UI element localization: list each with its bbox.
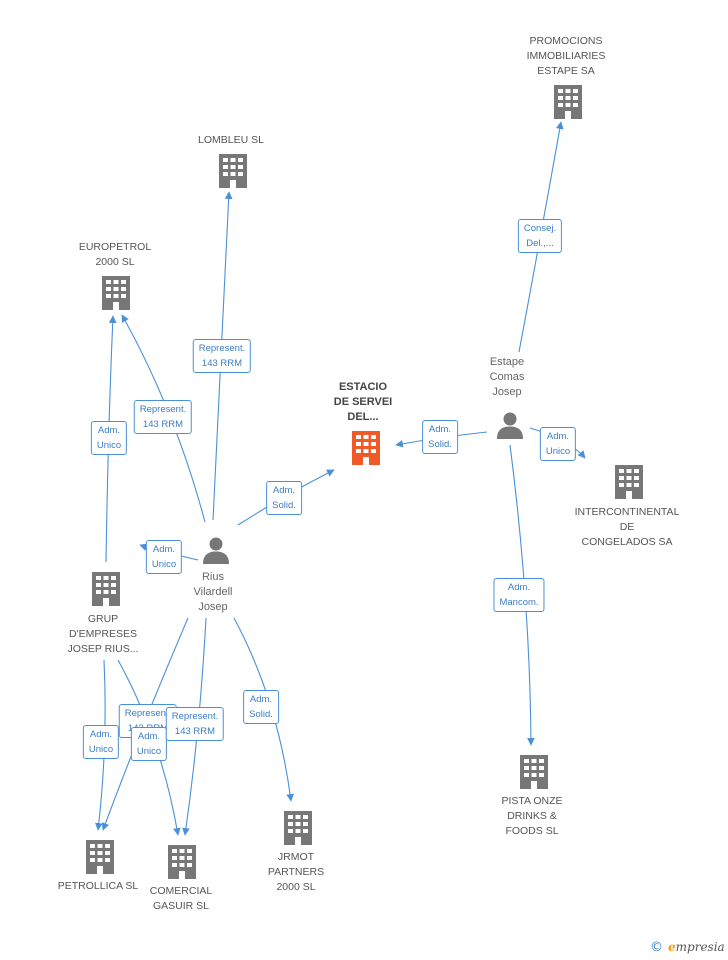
- building-icon-promocions[interactable]: [554, 85, 582, 119]
- building-icon-jrmot[interactable]: [284, 811, 312, 845]
- relation-box-adm-unico-grup-europetrol: Adm. Unico: [90, 421, 128, 455]
- person-label-estape[interactable]: Estape Comas Josep: [489, 356, 525, 398]
- person-label-rius[interactable]: Rius Vilardell Josep: [193, 571, 233, 613]
- brand-logo: empresia: [668, 940, 725, 954]
- relation-box-adm-unico-petrollica: Adm. Unico: [82, 725, 120, 759]
- building-icon-grup[interactable]: [92, 572, 120, 606]
- relation-box-consej: Consej. Del.,...: [517, 219, 563, 253]
- company-label-lombleu[interactable]: LOMBLEU SL: [198, 134, 264, 146]
- company-label-europetrol[interactable]: EUROPETROL 2000 SL: [78, 241, 152, 268]
- relation-box-adm-unico-estape: Adm. Unico: [539, 427, 577, 461]
- person-icon-rius[interactable]: [202, 536, 230, 564]
- relation-box-represent-lombleu: Represent. 143 RRM: [192, 339, 252, 373]
- relation-box-represent-europetrol: Represent. 143 RRM: [133, 400, 193, 434]
- relation-box-adm-solid-rius-estacio: Adm. Solid.: [266, 481, 302, 515]
- relation-box-adm-solid-estape: Adm. Solid.: [422, 420, 458, 454]
- company-label-pista[interactable]: PISTA ONZE DRINKS & FOODS SL: [501, 795, 563, 837]
- building-icon-lombleu[interactable]: [219, 154, 247, 188]
- company-label-estacio[interactable]: ESTACIO DE SERVEI DEL...: [333, 381, 393, 423]
- relation-box-adm-unico-comercial: Adm. Unico: [130, 727, 168, 761]
- relation-box-adm-mancom: Adm. Mancom.: [493, 578, 545, 612]
- company-label-intercontinental[interactable]: INTERCONTINENTAL DE CONGELADOS SA: [574, 506, 680, 548]
- building-icon-petrollica[interactable]: [86, 840, 114, 874]
- relation-box-adm-solid-jrmot: Adm. Solid.: [243, 690, 279, 724]
- relation-box-adm-unico-rius-grup: Adm. Unico: [145, 540, 183, 574]
- company-label-promocions[interactable]: PROMOCIONS IMMOBILIARIES ESTAPE SA: [526, 35, 606, 77]
- person-icon-estape[interactable]: [496, 411, 524, 439]
- building-icon-europetrol[interactable]: [102, 276, 130, 310]
- company-label-jrmot[interactable]: JRMOT PARTNERS 2000 SL: [267, 851, 325, 893]
- building-icon-estacio[interactable]: [352, 431, 380, 465]
- company-label-grup[interactable]: GRUP D'EMPRESES JOSEP RIUS...: [67, 613, 139, 655]
- company-label-petrollica[interactable]: PETROLLICA SL: [57, 880, 139, 892]
- building-icon-intercontinental[interactable]: [615, 465, 643, 499]
- copyright-icon: ©: [650, 940, 663, 955]
- relation-box-represent-comercial: Represent. 143 RRM: [165, 707, 225, 741]
- company-label-comercial[interactable]: COMERCIAL GASUIR SL: [149, 885, 213, 912]
- building-icon-comercial[interactable]: [168, 845, 196, 879]
- building-icon-pista[interactable]: [520, 755, 548, 789]
